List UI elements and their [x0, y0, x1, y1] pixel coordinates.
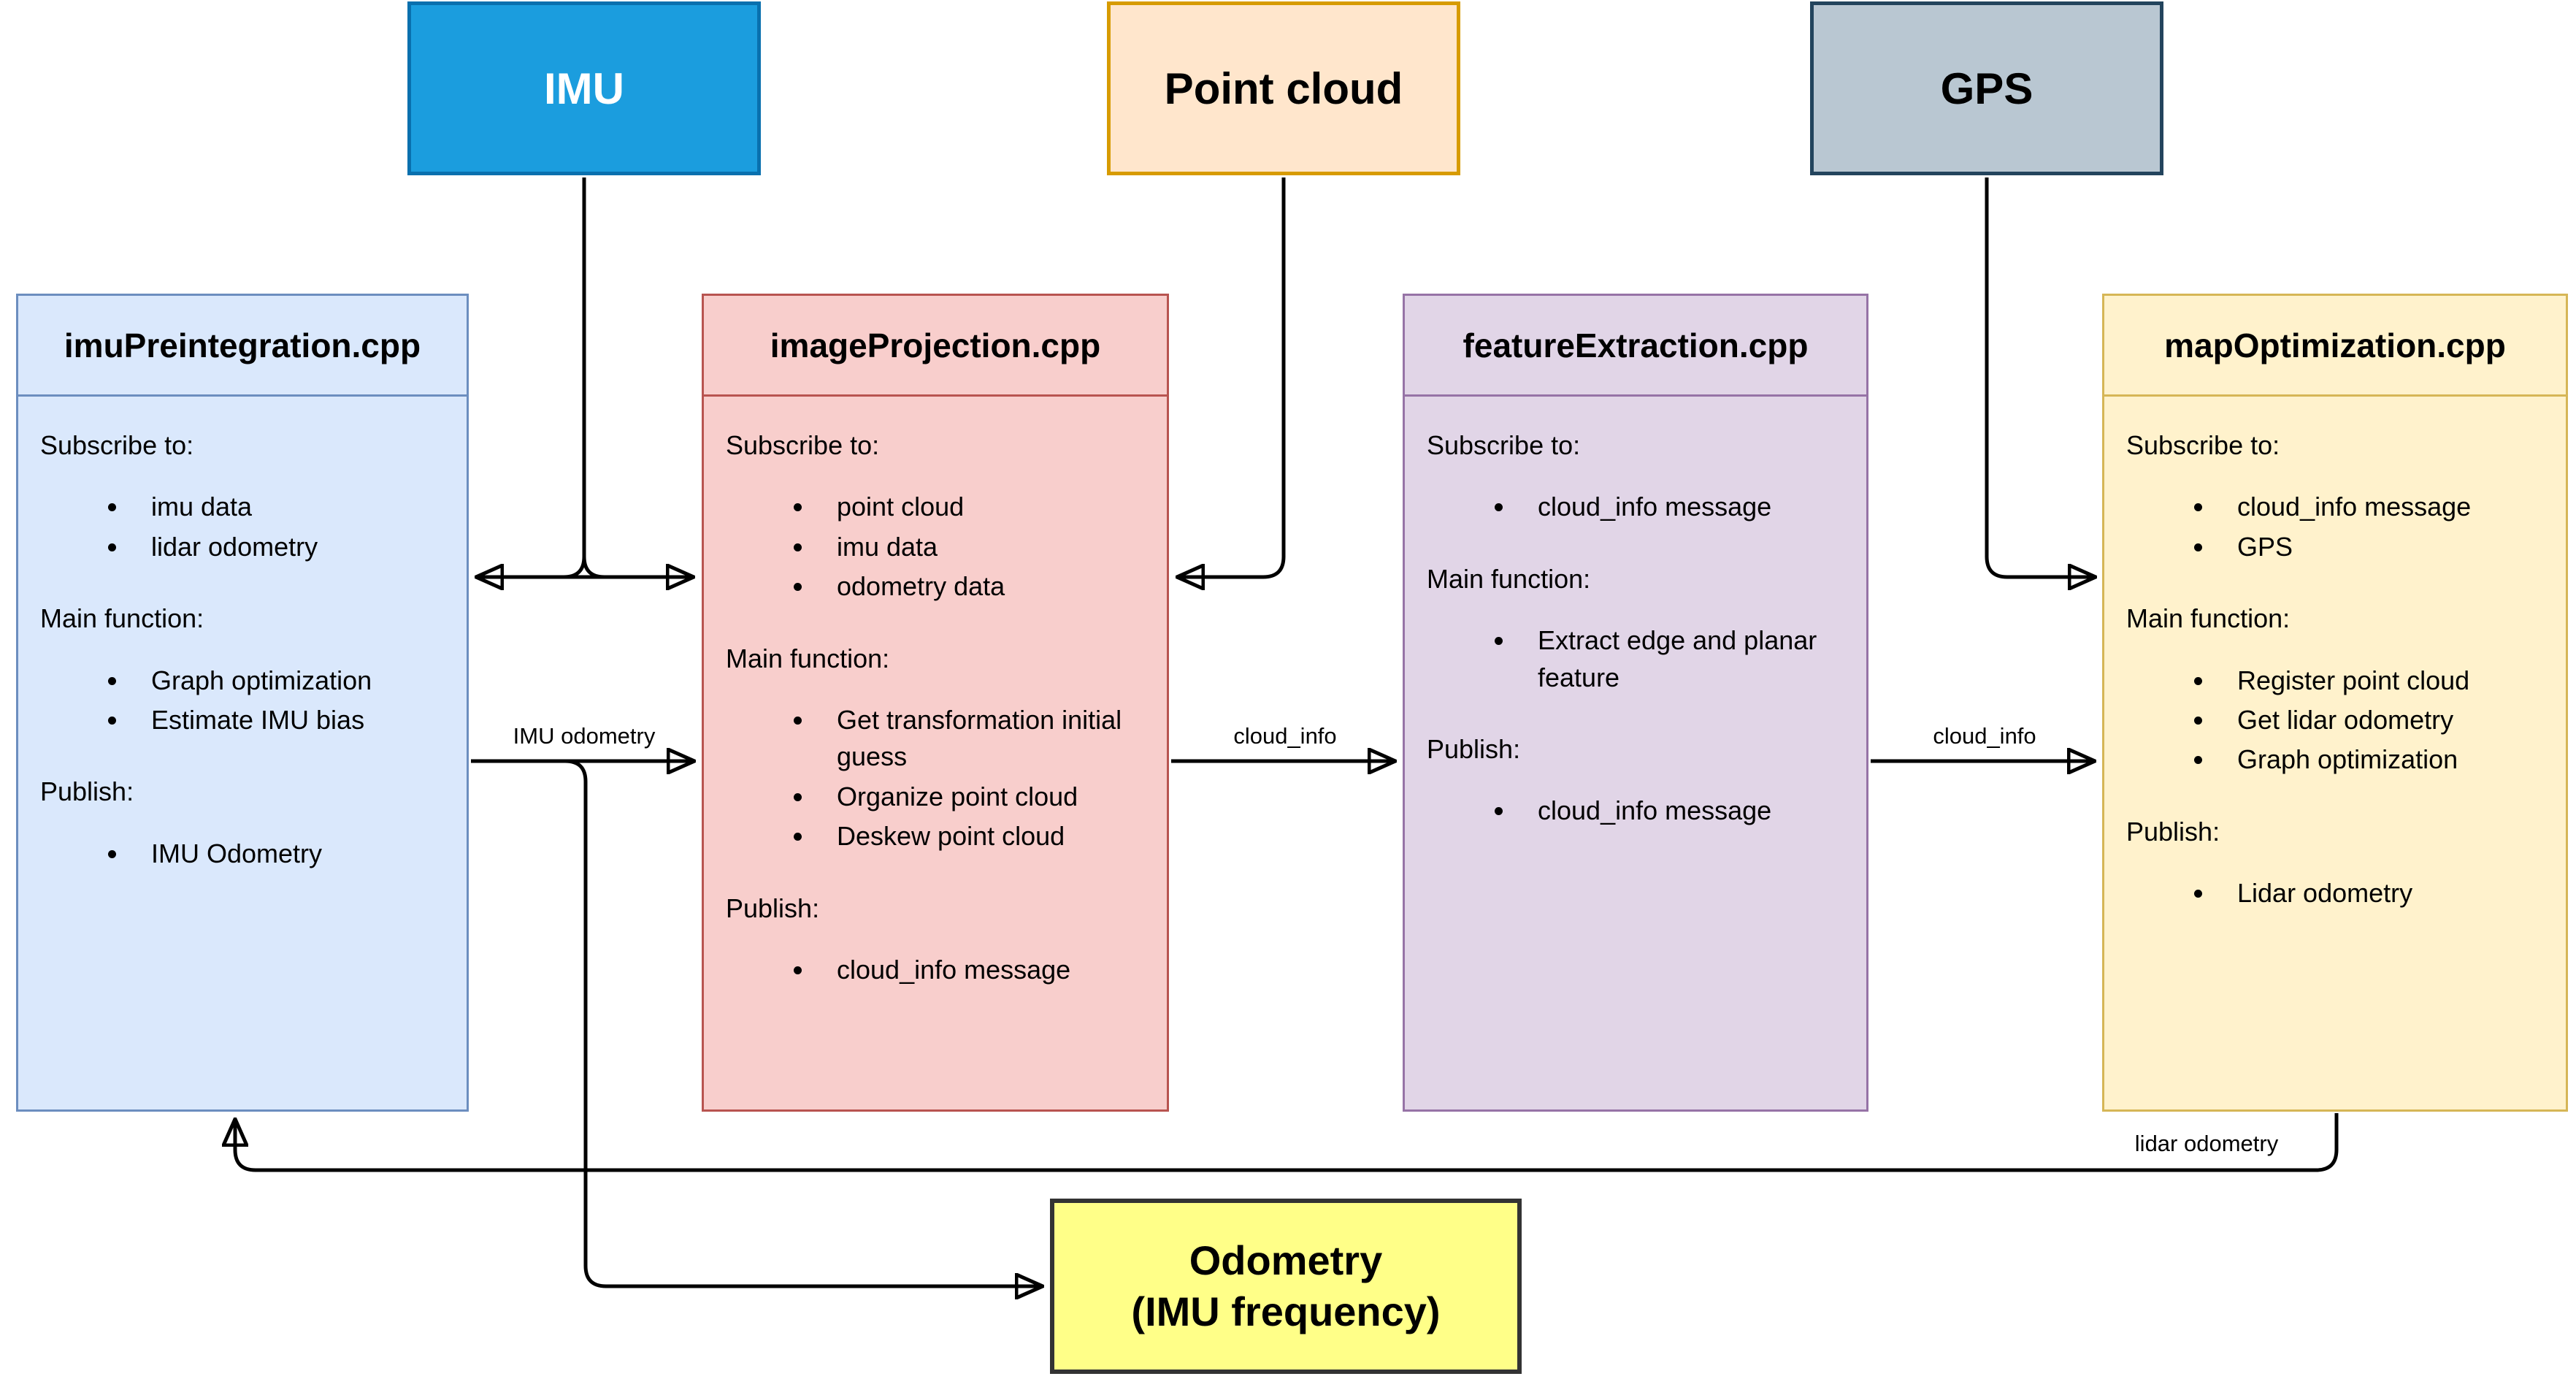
module-body: Subscribe to: imu data lidar odometry Mai… — [18, 397, 467, 1109]
module-body: Subscribe to: cloud_info messageGPS Main… — [2104, 397, 2566, 1109]
section-list: Extract edge and planar feature — [1422, 622, 1849, 696]
pointcloud-source-label: Point cloud — [1164, 64, 1403, 113]
section-list: cloud_info message — [1422, 489, 1849, 525]
list-item: Deskew point cloud — [815, 818, 1149, 855]
section-list: cloud_info message — [1422, 792, 1849, 829]
module-title: mapOptimization.cpp — [2104, 296, 2566, 397]
edge-gps-to-mapoptimization — [1985, 177, 2096, 577]
module-title: imageProjection.cpp — [704, 296, 1167, 397]
module-title: imuPreintegration.cpp — [18, 296, 467, 397]
list-item: cloud_info message — [815, 952, 1149, 988]
edge-pointcloud-to-imageprojection — [1177, 177, 1286, 577]
section-heading: Main function: — [2126, 603, 2291, 634]
list-item: lidar odometry — [129, 529, 449, 565]
section-heading: Subscribe to: — [2126, 430, 2280, 460]
list-item: GPS — [2215, 529, 2548, 565]
section-heading: Publish: — [40, 776, 134, 807]
list-item: Get lidar odometry — [2215, 702, 2548, 738]
list-item: IMU Odometry — [129, 836, 449, 872]
section-heading: Main function: — [40, 603, 204, 634]
list-item: imu data — [129, 489, 449, 525]
list-item: Graph optimization — [2215, 741, 2548, 778]
odometry-output-line2: (IMU frequency) — [1131, 1288, 1441, 1334]
section-list: Lidar odometry — [2122, 875, 2548, 912]
section-list: imu data lidar odometry — [36, 489, 449, 565]
list-item: Get transformation initial guess — [815, 702, 1149, 776]
list-item: point cloud — [815, 489, 1149, 525]
module-imupreintegration: imuPreintegration.cpp Subscribe to: imu … — [16, 294, 469, 1112]
imu-source-label: IMU — [544, 64, 624, 113]
section-heading: Main function: — [1427, 563, 1591, 594]
section-heading: Subscribe to: — [726, 430, 880, 460]
edge-lidar-odometry-feedback — [235, 1113, 2339, 1172]
section-heading: Publish: — [1427, 733, 1521, 764]
module-featureextraction: featureExtraction.cpp Subscribe to: clou… — [1403, 294, 1868, 1112]
list-item: Lidar odometry — [2215, 875, 2548, 912]
imu-source-box: IMU — [407, 1, 761, 175]
edge-label-cloudinfo-feat-to-map: cloud_info — [1928, 723, 2041, 749]
section-list: Register point cloudGet lidar odometryGr… — [2122, 662, 2548, 779]
odometry-output-line1: Odometry — [1189, 1237, 1383, 1283]
section-list: IMU Odometry — [36, 836, 449, 872]
list-item: Organize point cloud — [815, 779, 1149, 815]
edge-imu-odometry-branch-to-output — [564, 759, 1043, 1286]
list-item: cloud_info message — [2215, 489, 2548, 525]
module-body: Subscribe to: cloud_info message Main fu… — [1405, 397, 1866, 1109]
list-item: cloud_info message — [1516, 489, 1849, 525]
section-heading: Subscribe to: — [1427, 430, 1581, 460]
list-item: Estimate IMU bias — [129, 702, 449, 738]
edge-label-cloudinfo-proj-to-feat: cloud_info — [1229, 723, 1341, 749]
list-item: cloud_info message — [1516, 792, 1849, 829]
module-body: Subscribe to: point cloud imu dataodometr… — [704, 397, 1167, 1109]
section-list: cloud_info messageGPS — [2122, 489, 2548, 565]
pointcloud-source-box: Point cloud — [1107, 1, 1460, 175]
list-item: Register point cloud — [2215, 662, 2548, 699]
section-heading: Subscribe to: — [40, 430, 194, 460]
module-imageprojection: imageProjection.cpp Subscribe to: point … — [702, 294, 1169, 1112]
edge-imu-split-arcs — [552, 556, 616, 579]
list-item: Extract edge and planar feature — [1516, 622, 1849, 696]
list-item: odometry data — [815, 568, 1149, 605]
section-list: point cloud imu dataodometry data — [721, 489, 1149, 605]
list-item: Graph optimization — [129, 662, 449, 699]
section-heading: Main function: — [726, 643, 890, 673]
section-list: cloud_info message — [721, 952, 1149, 988]
gps-source-box: GPS — [1810, 1, 2163, 175]
edge-label-lidar-odometry: lidar odometry — [2130, 1131, 2283, 1157]
section-list: Graph optimizationEstimate IMU bias — [36, 662, 449, 739]
list-item: imu data — [815, 529, 1149, 565]
module-mapoptimization: mapOptimization.cpp Subscribe to: cloud_… — [2102, 294, 2568, 1112]
gps-source-label: GPS — [1940, 64, 2033, 113]
module-title: featureExtraction.cpp — [1405, 296, 1866, 397]
section-heading: Publish: — [726, 893, 820, 923]
section-list: Get transformation initial guessOrganize… — [721, 702, 1149, 855]
edge-label-imu-odometry: IMU odometry — [508, 723, 660, 749]
odometry-output-box: Odometry (IMU frequency) — [1050, 1199, 1522, 1374]
section-heading: Publish: — [2126, 816, 2220, 847]
